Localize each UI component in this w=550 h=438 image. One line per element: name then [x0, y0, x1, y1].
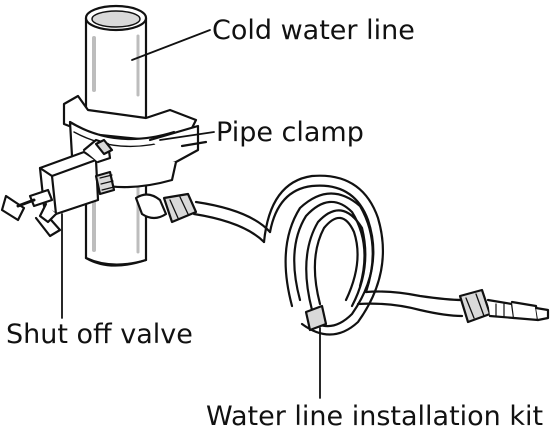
leader-pipe-clamp	[159, 131, 215, 141]
label-shut-off-valve: Shut off valve	[6, 319, 193, 350]
label-water-line-installation-kit: Water line installation kit	[206, 401, 544, 432]
label-pipe-clamp: Pipe clamp	[216, 117, 364, 148]
leader-cold-water	[131, 29, 211, 61]
label-cold-water-line: Cold water line	[212, 15, 415, 46]
leader-lines	[61, 29, 321, 399]
shut-off-valve	[0, 138, 116, 238]
water-line-kit	[134, 174, 550, 336]
